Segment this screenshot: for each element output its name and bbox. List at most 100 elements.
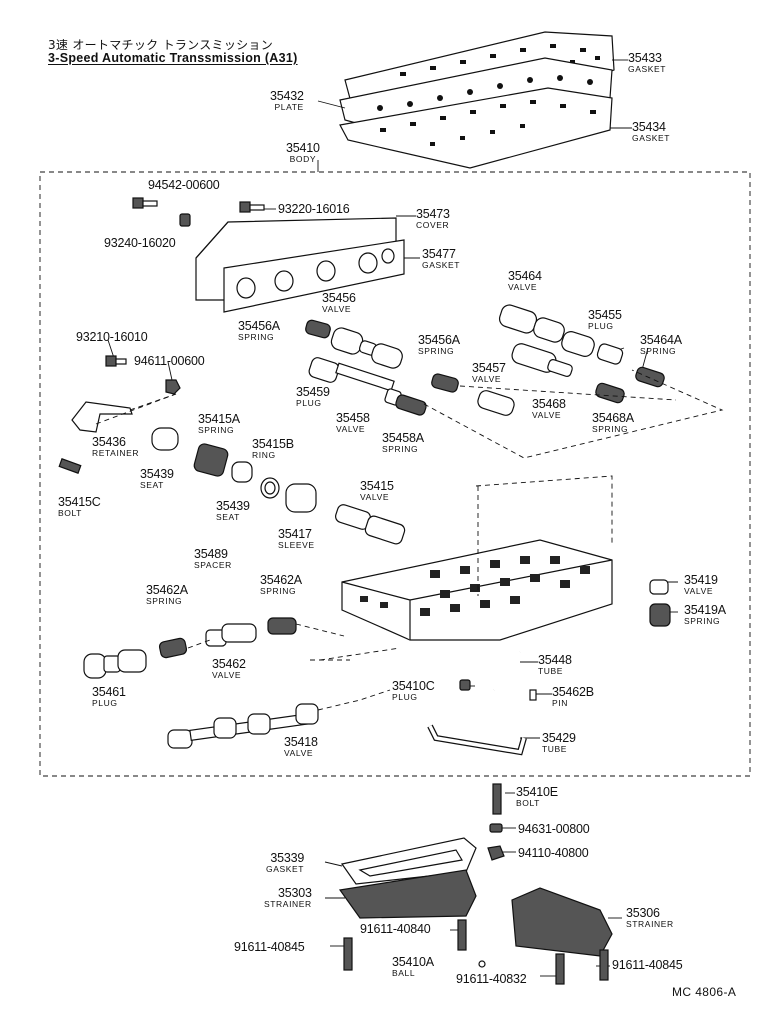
bolt-91611-40832-drawing <box>555 953 565 985</box>
bolt-93210-drawing <box>105 355 127 367</box>
body-35410-boundary <box>39 171 751 777</box>
seat-35439-left-drawing <box>151 427 179 451</box>
strainer-35306-drawing <box>511 887 613 957</box>
code-91611-40840: 91611-40840 <box>360 922 431 936</box>
bolt-91611-40845-left-drawing <box>343 937 353 971</box>
spring-35415a-drawing <box>193 443 229 477</box>
leader-lines <box>107 59 678 977</box>
ball-35410a-drawing <box>478 960 486 968</box>
plug-35410c-drawing <box>459 679 471 691</box>
retainer-35436-drawing <box>71 401 133 433</box>
valve-35415-drawing <box>335 504 406 545</box>
seat-35439-right-drawing <box>231 461 253 483</box>
spring-35458a-drawing <box>395 394 427 416</box>
assembly-dashed-lines <box>95 369 724 711</box>
strainer-35303-drawing <box>338 869 477 919</box>
spring-35456a-left-drawing <box>305 319 331 339</box>
spring-35468a-drawing <box>595 382 625 404</box>
nut-94110-drawing <box>487 845 505 861</box>
plug-35459-drawing <box>308 357 402 406</box>
gasket-35339-drawing <box>340 837 477 885</box>
title-japanese: 3速 オートマチック トランスミッション <box>48 38 274 52</box>
spring-35462a-right-drawing <box>267 617 297 635</box>
code-91611-40845-left: 91611-40845 <box>234 940 305 954</box>
spring-35419a-drawing <box>649 603 671 627</box>
ring-35415b-drawing <box>260 477 280 499</box>
title-english: 3-Speed Automatic Transsmission (A31) <box>48 51 298 65</box>
bolt-93240-drawing <box>132 197 158 209</box>
code-94631-00800: 94631-00800 <box>518 822 590 836</box>
code-93210-16010: 93210-16010 <box>76 330 148 344</box>
bolt-35410e-drawing <box>492 783 502 815</box>
washer-94542-drawing <box>179 213 191 227</box>
spring-35462a-left-drawing <box>158 637 188 659</box>
spring-35464a-drawing <box>635 366 665 388</box>
valve-35457-drawing <box>477 390 515 416</box>
nut-94611-drawing <box>165 379 181 395</box>
code-94542-00600: 94542-00600 <box>148 178 220 192</box>
washer-94631-drawing <box>489 823 503 833</box>
bolt-91611-40845-right-drawing <box>599 949 609 981</box>
plug-35455-drawing <box>596 343 624 365</box>
code-93220-16016: 93220-16016 <box>278 202 350 216</box>
valve-35419-drawing <box>649 579 669 595</box>
code-91611-40832: 91611-40832 <box>456 972 527 986</box>
code-94611-00600: 94611-00600 <box>134 354 205 368</box>
sleeve-35417-drawing <box>285 483 317 513</box>
diagram-code: MC 4806-A <box>672 985 737 999</box>
code-93240-16020: 93240-16020 <box>104 236 176 250</box>
code-91611-40845-right: 91611-40845 <box>612 958 683 972</box>
valve-35462-drawing <box>205 623 257 647</box>
bolt-93220-drawing <box>239 201 265 213</box>
code-94110-40800: 94110-40800 <box>518 846 589 860</box>
spring-35456a-right-drawing <box>431 373 459 393</box>
valve-35468-drawing <box>511 343 573 377</box>
tube-35429-drawing <box>427 724 527 756</box>
gasket-35477-drawing <box>223 239 405 313</box>
bolt-35415c-drawing <box>58 458 82 474</box>
valve-35464-drawing <box>498 304 595 357</box>
valve-35456-drawing <box>330 327 403 369</box>
tube-35448-drawing <box>493 651 522 692</box>
valve-body-35410-drawing <box>341 539 613 641</box>
